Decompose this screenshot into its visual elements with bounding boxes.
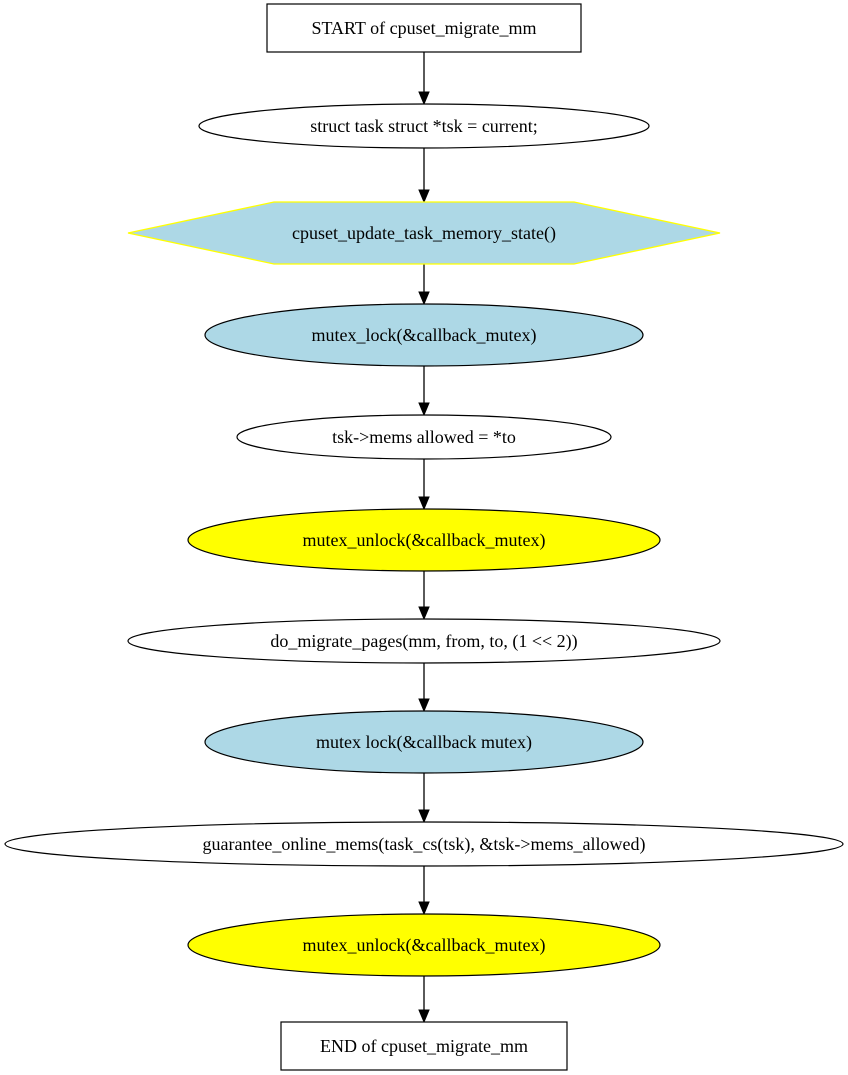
edge-migrate-pages-to-lock-2 <box>418 663 430 713</box>
edge-lock-1-to-mems-assign <box>418 366 430 417</box>
edge-tsk-decl-to-update-state <box>418 148 430 204</box>
node-unlock-1-ellipse <box>187 508 661 572</box>
edges <box>418 52 430 1024</box>
arrowhead-icon <box>418 809 430 824</box>
node-unlock-1-label: mutex_unlock(&callback_mutex) <box>303 530 546 551</box>
node-lock-2-label: mutex lock(&callback mutex) <box>316 732 532 753</box>
node-guarantee-ellipse <box>4 821 844 867</box>
node-unlock-2-label: mutex_unlock(&callback_mutex) <box>303 935 546 956</box>
node-end: END of cpuset_migrate_mm <box>280 1021 568 1071</box>
node-lock-1-ellipse <box>204 303 644 367</box>
node-tsk-decl-label: struct task struct *tsk = current; <box>310 116 538 136</box>
node-lock-2: mutex lock(&callback mutex) <box>204 710 644 774</box>
node-end-box <box>280 1021 568 1071</box>
arrowhead-icon <box>418 189 430 204</box>
edge-lock-2-to-guarantee <box>418 773 430 824</box>
node-guarantee-label: guarantee_online_mems(task_cs(tsk), &tsk… <box>202 834 645 855</box>
node-mems-assign: tsk->mems allowed = *to <box>236 414 612 460</box>
node-unlock-2-ellipse <box>187 913 661 977</box>
arrowhead-icon <box>418 606 430 621</box>
node-tsk-decl-ellipse <box>198 103 650 149</box>
node-update-state-label: cpuset_update_task_memory_state() <box>292 223 556 244</box>
node-unlock-1: mutex_unlock(&callback_mutex) <box>187 508 661 572</box>
arrowhead-icon <box>418 1009 430 1024</box>
node-end-label: END of cpuset_migrate_mm <box>320 1036 528 1056</box>
node-update-state: cpuset_update_task_memory_state() <box>127 201 721 265</box>
arrowhead-icon <box>418 496 430 511</box>
node-lock-1: mutex_lock(&callback_mutex) <box>204 303 644 367</box>
node-migrate-pages: do_migrate_pages(mm, from, to, (1 << 2)) <box>127 618 721 664</box>
node-guarantee: guarantee_online_mems(task_cs(tsk), &tsk… <box>4 821 844 867</box>
node-mems-assign-label: tsk->mems allowed = *to <box>332 427 516 447</box>
edge-unlock-1-to-migrate-pages <box>418 571 430 621</box>
node-mems-assign-ellipse <box>236 414 612 460</box>
arrowhead-icon <box>418 91 430 106</box>
node-migrate-pages-label: do_migrate_pages(mm, from, to, (1 << 2)) <box>270 631 577 652</box>
node-start-label: START of cpuset_migrate_mm <box>311 18 536 38</box>
edge-mems-assign-to-unlock-1 <box>418 459 430 511</box>
arrowhead-icon <box>418 402 430 417</box>
node-unlock-2: mutex_unlock(&callback_mutex) <box>187 913 661 977</box>
edge-start-to-tsk-decl <box>418 52 430 106</box>
edge-update-state-to-lock-1 <box>418 264 430 306</box>
edge-unlock-2-to-end <box>418 976 430 1024</box>
node-tsk-decl: struct task struct *tsk = current; <box>198 103 650 149</box>
arrowhead-icon <box>418 291 430 306</box>
edge-guarantee-to-unlock-2 <box>418 866 430 916</box>
node-lock-1-label: mutex_lock(&callback_mutex) <box>312 325 537 346</box>
arrowhead-icon <box>418 698 430 713</box>
node-start-box <box>266 3 582 53</box>
arrowhead-icon <box>418 901 430 916</box>
node-lock-2-ellipse <box>204 710 644 774</box>
node-update-state-hexagon <box>127 201 721 265</box>
node-start: START of cpuset_migrate_mm <box>266 3 582 53</box>
node-migrate-pages-ellipse <box>127 618 721 664</box>
